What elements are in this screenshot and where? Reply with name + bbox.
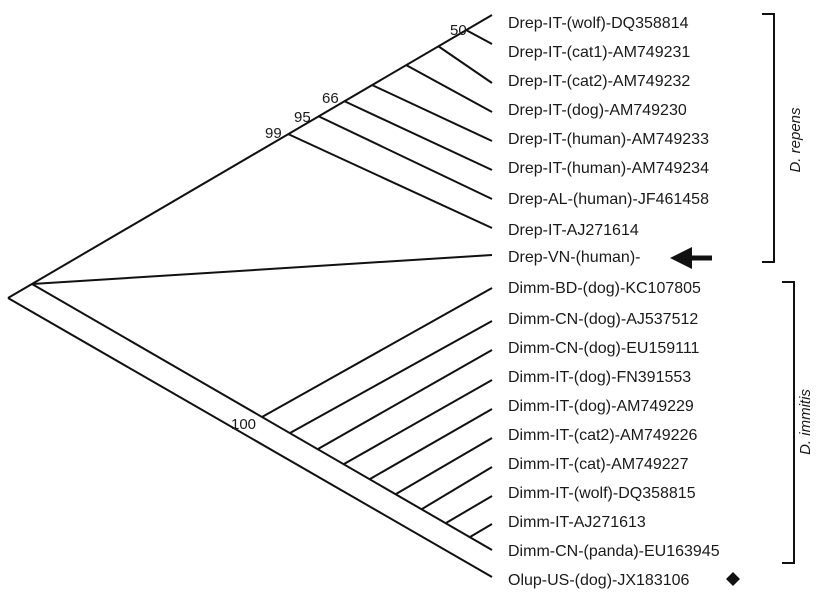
leaf-label: Dimm-IT-AJ271613 <box>508 514 646 531</box>
branch-immitis-inner <box>261 287 493 418</box>
support-value-66: 66 <box>322 90 339 107</box>
branch-immitis-8 <box>469 523 493 538</box>
leaf-label: Drep-IT-(dog)-AM749230 <box>508 102 687 119</box>
leaf-label: Drep-IT-(cat1)-AM749231 <box>508 44 690 61</box>
leaf-label: Drep-IT-(cat2)-AM749232 <box>508 73 690 90</box>
arrow-left-icon <box>670 247 712 269</box>
branch-immitis-2 <box>317 349 493 450</box>
leaf-label: Dimm-IT-(dog)-AM749229 <box>508 398 694 415</box>
leaf-label: Drep-VN-(human)- <box>508 249 640 266</box>
leaf-label: Dimm-BD-(dog)-KC107805 <box>508 280 701 297</box>
leaf-label: Dimm-CN-(dog)-EU159111 <box>508 340 700 357</box>
branch-immitis-3 <box>343 379 493 465</box>
support-value-99: 99 <box>265 125 282 142</box>
leaf-label: Dimm-CN-(panda)-EU163945 <box>508 543 720 560</box>
branch-repens-3 <box>343 100 493 171</box>
branch-repens-2 <box>317 115 493 200</box>
leaf-label: Dimm-IT-(dog)-FN391553 <box>508 369 691 386</box>
branch-root-top <box>7 14 493 299</box>
leaf-label: Dimm-IT-(cat2)-AM749226 <box>508 427 697 444</box>
branch-immitis-1 <box>289 320 493 434</box>
branch-repens-5 <box>405 64 493 113</box>
branch-immitis-5 <box>395 437 493 495</box>
leaf-label: Olup-US-(dog)-JX183106 <box>508 572 690 589</box>
branch-immitis-7 <box>445 495 493 524</box>
leaf-label: Drep-IT-(wolf)-DQ358814 <box>508 15 689 32</box>
leaf-label: Dimm-CN-(dog)-AJ537512 <box>508 311 698 328</box>
leaf-label: Drep-IT-(human)-AM749233 <box>508 131 709 148</box>
support-value-95: 95 <box>294 109 311 126</box>
diamond-icon <box>726 572 740 586</box>
clade-bracket-repens <box>762 13 775 263</box>
branch-repens-4 <box>371 84 493 142</box>
branch-immitis-4 <box>369 408 493 480</box>
branch-repens-6 <box>437 45 493 84</box>
branch-root-bottom <box>7 297 493 578</box>
support-value-50: 50 <box>450 22 467 39</box>
leaf-label: Drep-IT-AJ271614 <box>508 222 639 239</box>
leaf-label: Dimm-IT-(wolf)-DQ358815 <box>508 485 696 502</box>
branch-repens-7 <box>465 29 493 45</box>
leaf-label: Drep-IT-(human)-AM749234 <box>508 160 709 177</box>
branch-immitis-6 <box>421 466 493 510</box>
branch-repens-immitis-split <box>31 254 493 285</box>
branch-repens-1 <box>287 133 493 229</box>
clade-label-repens: D. repens <box>787 107 804 173</box>
leaf-label: Dimm-IT-(cat)-AM749227 <box>508 456 689 473</box>
support-value-100: 100 <box>231 416 256 433</box>
clade-bracket-immitis <box>782 281 795 564</box>
leaf-label: Drep-AL-(human)-JF461458 <box>508 191 709 208</box>
clade-label-immitis: D. immitis <box>797 389 814 455</box>
